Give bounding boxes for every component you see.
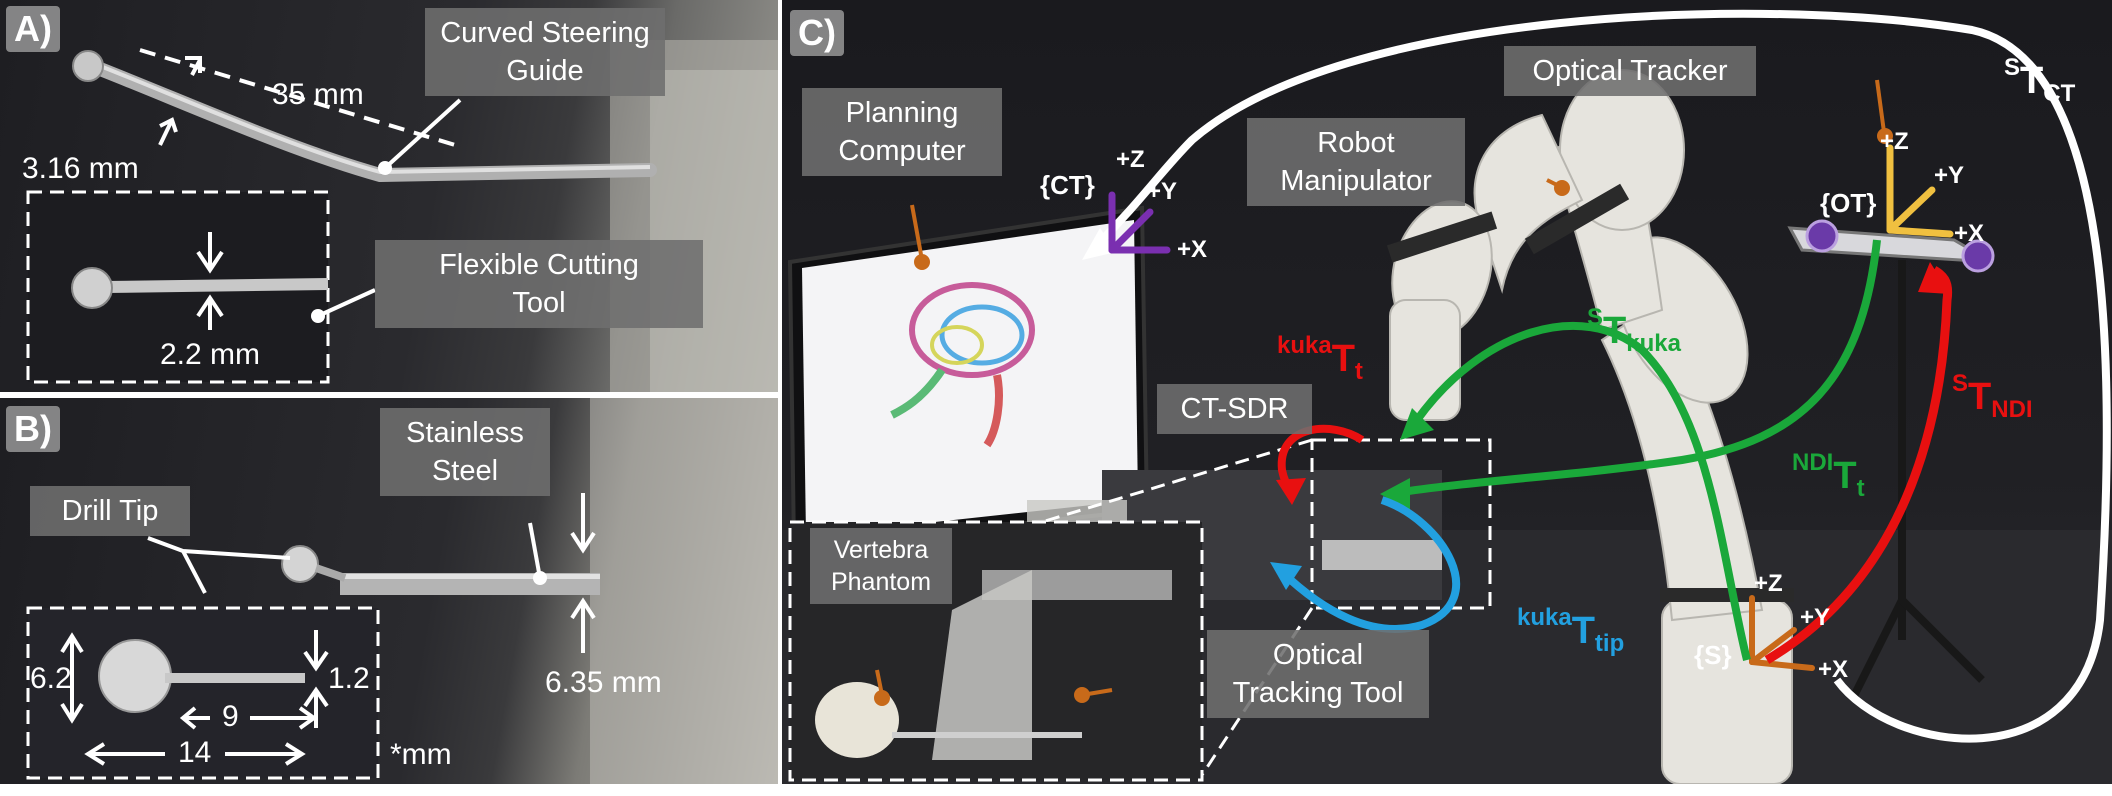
ot-axis-x: +X [1954,220,1985,247]
tip-height-measurement: 6.2 [30,662,72,695]
panel-c-letter: C) [790,10,844,56]
total-length-measurement: 14 [178,736,212,769]
s-t-kuka-transform: STkuka [1587,304,1681,357]
stainless-steel-label: Stainless Steel [380,408,550,496]
steel-diameter-measurement: 6.35 mm [545,666,662,699]
ct-axis-z: +Z [1116,146,1145,173]
drill-tip-label: Drill Tip [30,486,190,536]
panel-b-drawing [26,398,778,784]
s-t-ct-transform: STCT [2004,54,2076,107]
ot-frame-label: {OT} [1820,188,1877,218]
kuka-t-tip-transform: kukaTtip [1517,604,1625,657]
s-t-ndi-transform: STNDI [1952,370,2033,423]
panel-b-letter: B) [6,406,60,452]
s-frame-label: {S} [1694,640,1732,670]
s-axis-z: +Z [1754,570,1783,597]
planning-computer-label: Planning Computer [802,88,1002,176]
tool-diameter-measurement: 2.2 mm [160,338,261,371]
panel-c: C) Planning Computer Robot Manipulator O… [782,0,2112,784]
optical-tracking-tool-label: Optical Tracking Tool [1207,630,1429,718]
ct-frame-label: {CT} [1040,170,1095,200]
kuka-t-t-transform: kukaTt [1277,332,1363,385]
panel-b: B) Stainless Steel Drill Tip 6.35 mm 6.2… [0,398,778,784]
flexible-tool-label: Flexible Cutting Tool [375,240,703,328]
s-axis-x: +X [1818,656,1849,683]
shaft-height-measurement: 1.2 [328,662,370,695]
unit-note: *mm [390,738,452,771]
ct-axis-x: +X [1177,236,1208,263]
length-measurement: 35 mm [272,78,364,111]
panel-a-letter: A) [6,6,60,52]
ct-axis-y: +Y [1147,178,1178,205]
s-axis-y: +Y [1800,604,1831,631]
ct-sdr-label: CT-SDR [1157,384,1312,434]
curved-guide-label: Curved Steering Guide [425,8,665,96]
ot-axis-z: +Z [1880,128,1909,155]
shaft-length-measurement: 9 [222,700,239,733]
ndi-t-t-transform: NDITt [1792,449,1865,502]
panel-a-drawing [26,40,778,392]
robot-manipulator-label: Robot Manipulator [1247,118,1465,206]
guide-diameter-measurement: 3.16 mm [22,152,139,185]
optical-tracker-label: Optical Tracker [1504,46,1756,96]
panel-c-drawing [782,9,2112,784]
ot-axis-y: +Y [1934,162,1965,189]
vertebra-phantom-label: Vertebra Phantom [810,528,952,604]
panel-a: A) Curved Steering Guide Flexible Cuttin… [0,0,778,392]
